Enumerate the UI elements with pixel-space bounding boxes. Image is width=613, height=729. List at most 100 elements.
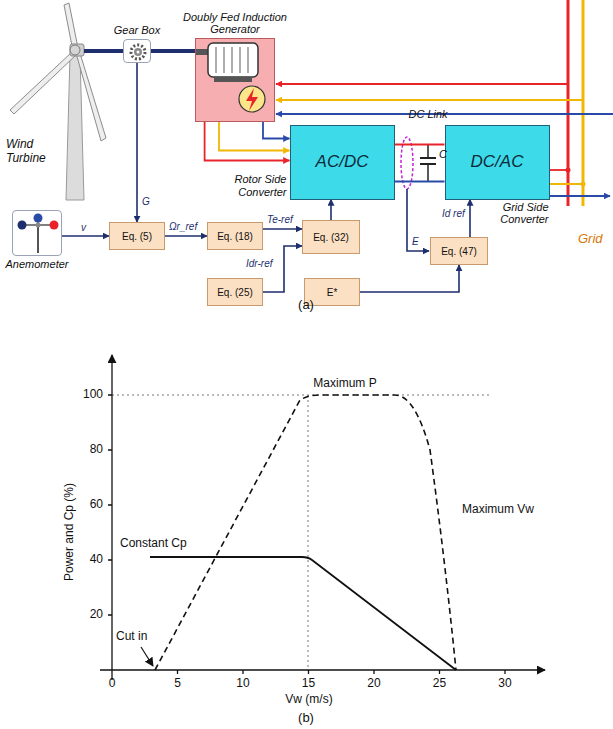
- equation-box: Eq. (18): [207, 222, 263, 250]
- chart-axes: [111, 355, 112, 680]
- connector-line: [62, 235, 109, 237]
- anemometer-icon: [37, 227, 39, 253]
- wind-turbine: [70, 44, 84, 56]
- node-heading: Grid Side Converter: [493, 201, 549, 226]
- chart-guides: [112, 395, 490, 670]
- generator-icon: [196, 49, 208, 55]
- wind-turbine: [64, 3, 78, 48]
- node-text-holder: AC/DC: [316, 152, 369, 172]
- chart-axes: [178, 670, 506, 674]
- dc-link-capacitor: [427, 164, 429, 182]
- connector-line: [395, 181, 445, 183]
- part-name: Wind Turbine: [6, 138, 54, 166]
- connector: [263, 229, 302, 230]
- anemometer-icon: [18, 221, 27, 230]
- connector-line: [165, 235, 207, 237]
- grid-bus: [582, 0, 585, 206]
- tick-label: 5: [174, 677, 181, 691]
- axis-title: Vw (m/s): [285, 693, 332, 707]
- connector-line: [263, 246, 302, 292]
- node-label: Eq. (47): [441, 246, 477, 257]
- connector: [151, 51, 195, 52]
- equation-box: Eq. (32): [302, 220, 360, 254]
- curve-label: Maximum Vw: [462, 503, 534, 517]
- equation-box: Eq. (47): [430, 237, 488, 265]
- node-label: E*: [327, 287, 338, 298]
- node-text-holder: E*: [327, 287, 338, 298]
- connector-line: [360, 265, 459, 292]
- gear-icon: [137, 51, 140, 54]
- generator-icon: [246, 88, 258, 111]
- node-text-holder: Eq. (18): [217, 231, 253, 242]
- tick-label: 10: [236, 677, 249, 691]
- signal-label: Te-ref: [266, 214, 294, 225]
- connector-line: [263, 228, 302, 230]
- signal-label: E: [412, 236, 419, 248]
- node-text-holder: Eq. (47): [441, 246, 477, 257]
- gear-icon: [134, 48, 142, 56]
- connector-line: [151, 49, 195, 53]
- dc-voltage-wire: [407, 189, 429, 251]
- connector-line: [263, 122, 290, 139]
- tick-label: 20: [367, 677, 380, 691]
- stator-wires: [276, 99, 583, 101]
- chart-axes: [108, 395, 112, 615]
- grid-side-wires: [581, 182, 586, 187]
- anemometer-icon: [50, 221, 59, 230]
- chart-guides: [308, 395, 309, 670]
- wind-turbine: [66, 55, 84, 200]
- converter-box: AC/DCRotor Side Converter: [290, 125, 395, 200]
- equation-box: Eq. (5): [109, 222, 165, 250]
- axis-title: Power and Cp (%): [63, 483, 77, 581]
- part-name: Grid: [578, 232, 603, 247]
- signal-label: v: [80, 222, 87, 233]
- node-text-holder: Eq. (25): [217, 287, 253, 298]
- dc-link-capacitor: [420, 145, 436, 182]
- power-curve: [155, 395, 456, 670]
- gear-icon: [131, 45, 145, 59]
- signal-label: Id ref: [441, 208, 466, 219]
- turbine-shaft: [84, 49, 123, 53]
- anemometer-box: Anemometer: [12, 210, 62, 256]
- node-label: Eq. (25): [217, 287, 253, 298]
- panel-label: (a): [298, 298, 314, 313]
- generator-icon: [196, 39, 276, 123]
- wind-turbine: [10, 52, 76, 114]
- connector-line: [136, 63, 138, 222]
- cp-curve: [150, 557, 456, 670]
- panel-label: (b): [298, 711, 314, 726]
- node-label: Eq. (32): [313, 232, 349, 243]
- tick-label: 60: [90, 498, 103, 512]
- connector: [331, 200, 332, 221]
- tick-label: 80: [90, 443, 103, 457]
- connector: [205, 122, 290, 161]
- signal-label: Ωr_ref: [168, 221, 198, 232]
- connector: [137, 63, 138, 222]
- signal-label: G: [141, 196, 151, 207]
- connector-line: [469, 200, 471, 238]
- grid-side-wires: [550, 168, 610, 197]
- dc-link-capacitor: [420, 157, 436, 159]
- node-label: Eq. (18): [217, 231, 253, 242]
- connector: [263, 246, 302, 292]
- chart-guides: [112, 395, 490, 396]
- generator-icon: [214, 77, 252, 82]
- generator-icon: [208, 43, 258, 77]
- generator-icon: [216, 47, 248, 73]
- cut-in-pointer: [141, 647, 153, 666]
- tick-label: 40: [90, 553, 103, 567]
- node-heading: Doubly Fed Induction Generator: [170, 11, 300, 36]
- tick-label: 100: [83, 388, 103, 402]
- chart-axes: [100, 355, 545, 680]
- connector: [360, 265, 459, 292]
- part-name: DC Link: [408, 108, 447, 121]
- node-label: AC/DC: [316, 152, 369, 172]
- tick-label: 25: [433, 677, 446, 691]
- grid-side-wires: [550, 169, 568, 171]
- signal-label: Idr-ref: [245, 258, 274, 269]
- component-symbol: C: [439, 148, 447, 161]
- grid-side-wires: [550, 195, 610, 197]
- wind-turbine: [10, 3, 106, 200]
- gearbox-box: Gear Box: [123, 39, 151, 63]
- grid-bus: [567, 0, 570, 206]
